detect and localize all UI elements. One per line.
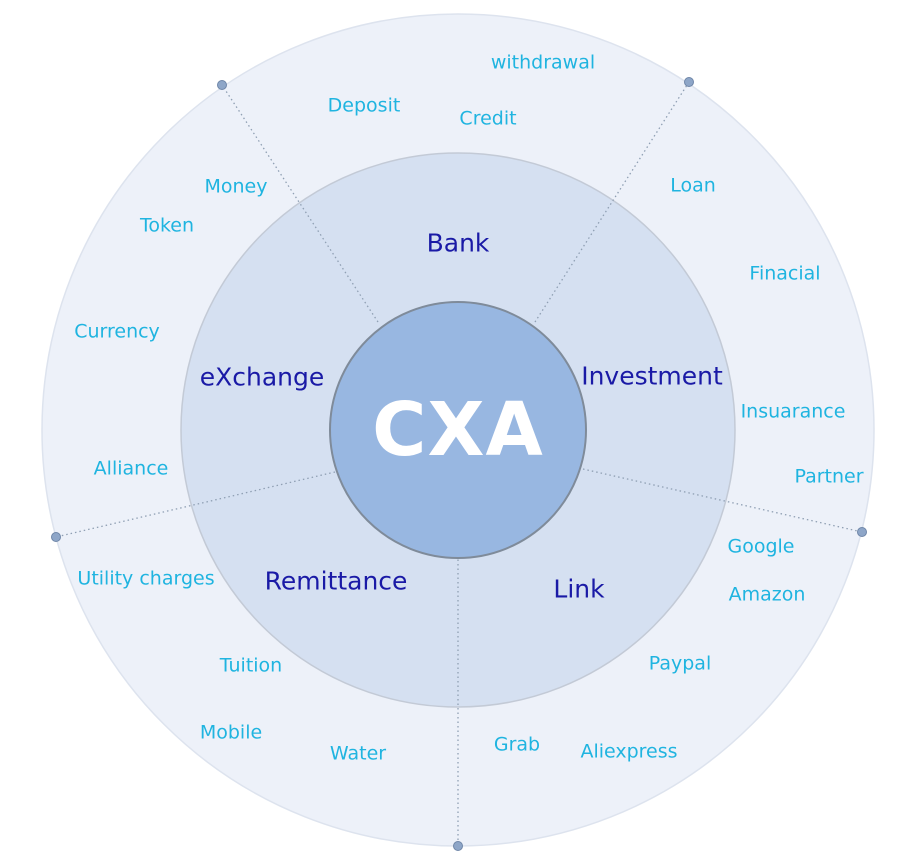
sector-label-exchange: eXchange <box>199 362 325 392</box>
term-finacial: Finacial <box>749 262 821 285</box>
term-alliance: Alliance <box>93 457 169 480</box>
endpoint-dot <box>857 527 867 537</box>
term-partner: Partner <box>794 465 864 488</box>
term-insuarance: Insuarance <box>740 400 846 423</box>
sector-label-link: Link <box>553 574 605 604</box>
sector-label-remittance: Remittance <box>264 566 408 596</box>
term-grab: Grab <box>493 733 541 756</box>
term-money: Money <box>204 175 268 198</box>
term-credit: Credit <box>459 107 517 130</box>
term-token: Token <box>139 214 195 237</box>
term-currency: Currency <box>74 320 160 343</box>
term-loan: Loan <box>670 174 716 197</box>
endpoint-dot <box>217 80 227 90</box>
endpoint-dot <box>453 841 463 851</box>
term-tuition: Tuition <box>219 654 283 677</box>
term-deposit: Deposit <box>327 94 401 117</box>
term-amazon: Amazon <box>728 583 806 606</box>
endpoint-dot <box>684 77 694 87</box>
divider-endpoints <box>51 77 867 851</box>
divider-line <box>55 471 336 538</box>
endpoint-dot <box>51 532 61 542</box>
divider-lines <box>55 81 863 846</box>
term-withdrawal: withdrawal <box>490 51 596 74</box>
term-paypal: Paypal <box>648 652 712 675</box>
center-circle <box>329 301 587 559</box>
term-water: Water <box>329 742 387 765</box>
term-aliexpress: Aliexpress <box>580 740 678 763</box>
center-title: CXA <box>372 387 544 473</box>
sector-label-investment: Investment <box>581 361 723 391</box>
term-google: Google <box>727 535 795 558</box>
term-mobile: Mobile <box>199 721 263 744</box>
sector-label-bank: Bank <box>426 228 490 258</box>
term-utility-charges: Utility charges <box>77 567 215 590</box>
